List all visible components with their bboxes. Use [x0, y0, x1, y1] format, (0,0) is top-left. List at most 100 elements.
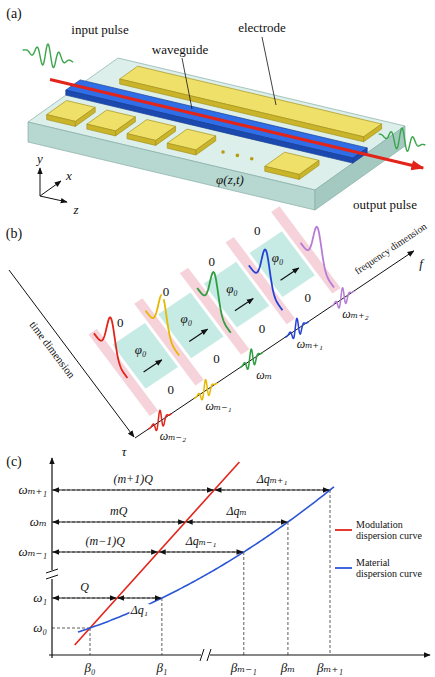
axis-break	[46, 575, 58, 579]
axis-break	[207, 649, 211, 661]
time-pulse	[197, 272, 231, 333]
guide-line	[52, 522, 288, 523]
axis-label: β₀	[85, 661, 96, 675]
leader-line	[182, 58, 192, 109]
axis-label: βₘ	[281, 661, 295, 675]
spacing-label: Δq₁	[130, 604, 149, 617]
time-pulse	[301, 227, 335, 288]
omega-axis	[51, 458, 52, 658]
phase-region	[249, 231, 314, 297]
axis-label: ω₀	[33, 621, 47, 635]
spectrum-pulse	[194, 380, 217, 400]
axis-label: ωₘ₊₁	[18, 483, 47, 497]
legend-sample	[335, 567, 352, 569]
spacing-arrow	[53, 552, 157, 553]
modulation-curve	[75, 462, 240, 645]
axis-label: y	[37, 152, 43, 166]
axis-label: ωₘ₋₁	[18, 545, 47, 559]
part-label: output pulse	[353, 198, 417, 212]
spacing-label: (m−1)Q	[84, 535, 125, 548]
electrode-segment	[47, 115, 76, 127]
part-label: φ(z,t)	[216, 173, 244, 187]
amplitude-value: 0	[166, 383, 175, 397]
frequency-axis	[135, 251, 414, 438]
phase-arrow	[235, 299, 253, 311]
electrode-segment	[299, 160, 319, 179]
axis-arrow	[40, 196, 67, 202]
beta-axis	[49, 654, 430, 655]
axis-arrow	[40, 181, 61, 196]
continuation-dot	[250, 157, 254, 161]
legend-sample	[335, 529, 352, 531]
axis-label: ωₘ	[256, 369, 272, 382]
mismatch-arrow	[159, 552, 242, 553]
legend-text: Material dispersion curve	[356, 557, 433, 580]
amplitude-value: 0	[253, 224, 262, 238]
electrode-segment	[127, 134, 156, 146]
mismatch-arrow	[186, 522, 287, 523]
phase-label: φ₀	[272, 251, 284, 265]
phase-arrow	[189, 329, 207, 341]
axis-label: ωₘ₊₁	[297, 338, 323, 351]
axis-break	[46, 569, 58, 573]
axis-label: β₁	[156, 661, 167, 675]
amplitude-value: 0	[207, 255, 216, 269]
axis-label: ωₘ₋₂	[160, 430, 186, 443]
axis-label: ωₘ₋₁	[205, 399, 231, 412]
spacing-label: Δqₘ	[225, 505, 247, 518]
phase-label: φ₀	[181, 313, 193, 327]
mismatch-arrow	[118, 598, 161, 599]
guide-line	[52, 552, 244, 553]
part-label: waveguide	[152, 43, 208, 57]
spacing-label: Δqₘ₋₁	[185, 535, 218, 548]
axis-label: ωₘ	[30, 515, 47, 529]
time-axis	[9, 270, 134, 437]
leader-line	[262, 37, 276, 105]
spacing-label: Δqₘ₊₁	[256, 473, 289, 486]
axis-label: frequency dimension	[353, 221, 429, 277]
waveguide	[66, 90, 353, 163]
axis-label: x	[66, 169, 72, 183]
continuation-dot	[221, 150, 225, 154]
axis-label: z	[73, 203, 78, 217]
panel-label: (c)	[6, 455, 22, 470]
time-pulse	[146, 295, 180, 356]
spacing-label: mQ	[109, 505, 128, 518]
axis-label: τ	[122, 445, 127, 459]
axis-label: βₘ₋₁	[231, 661, 257, 675]
spacing-label: Q	[79, 581, 90, 594]
axis-label: βₘ₊₁	[317, 661, 343, 675]
light-path	[50, 80, 423, 168]
guide-line	[52, 490, 330, 491]
guide-line	[90, 628, 91, 655]
phase-region	[113, 323, 178, 389]
axis-break	[46, 570, 58, 579]
continuation-dot	[236, 154, 240, 158]
guide-line	[243, 552, 244, 655]
part-label: input pulse	[71, 23, 128, 37]
spectrum-pulse	[240, 349, 263, 369]
legend-text: Modulation dispersion curve	[356, 519, 433, 542]
guide-line	[330, 490, 331, 655]
axis-arrow	[40, 168, 41, 196]
spectrum-pulse	[285, 318, 308, 338]
guide-line	[161, 598, 162, 655]
axis-label: ω₁	[33, 591, 47, 605]
electrode-segment	[167, 143, 196, 155]
spacing-label: (m+1)Q	[112, 473, 153, 486]
input-pulse	[23, 44, 74, 68]
material-curve	[78, 487, 334, 632]
electrode-segment	[265, 166, 299, 179]
guide-line	[52, 628, 90, 629]
spacing-arrow	[53, 490, 213, 491]
axis-break	[201, 649, 210, 661]
electrode	[364, 124, 382, 142]
panel-label: (a)	[6, 7, 22, 22]
panel-label: (b)	[6, 227, 22, 242]
axis-break	[200, 649, 204, 661]
phase-label: φ₀	[226, 282, 238, 296]
phase-arrow	[281, 268, 299, 280]
guide-line	[287, 522, 288, 655]
spacing-arrow	[53, 598, 116, 599]
axis-label: f	[419, 257, 423, 271]
